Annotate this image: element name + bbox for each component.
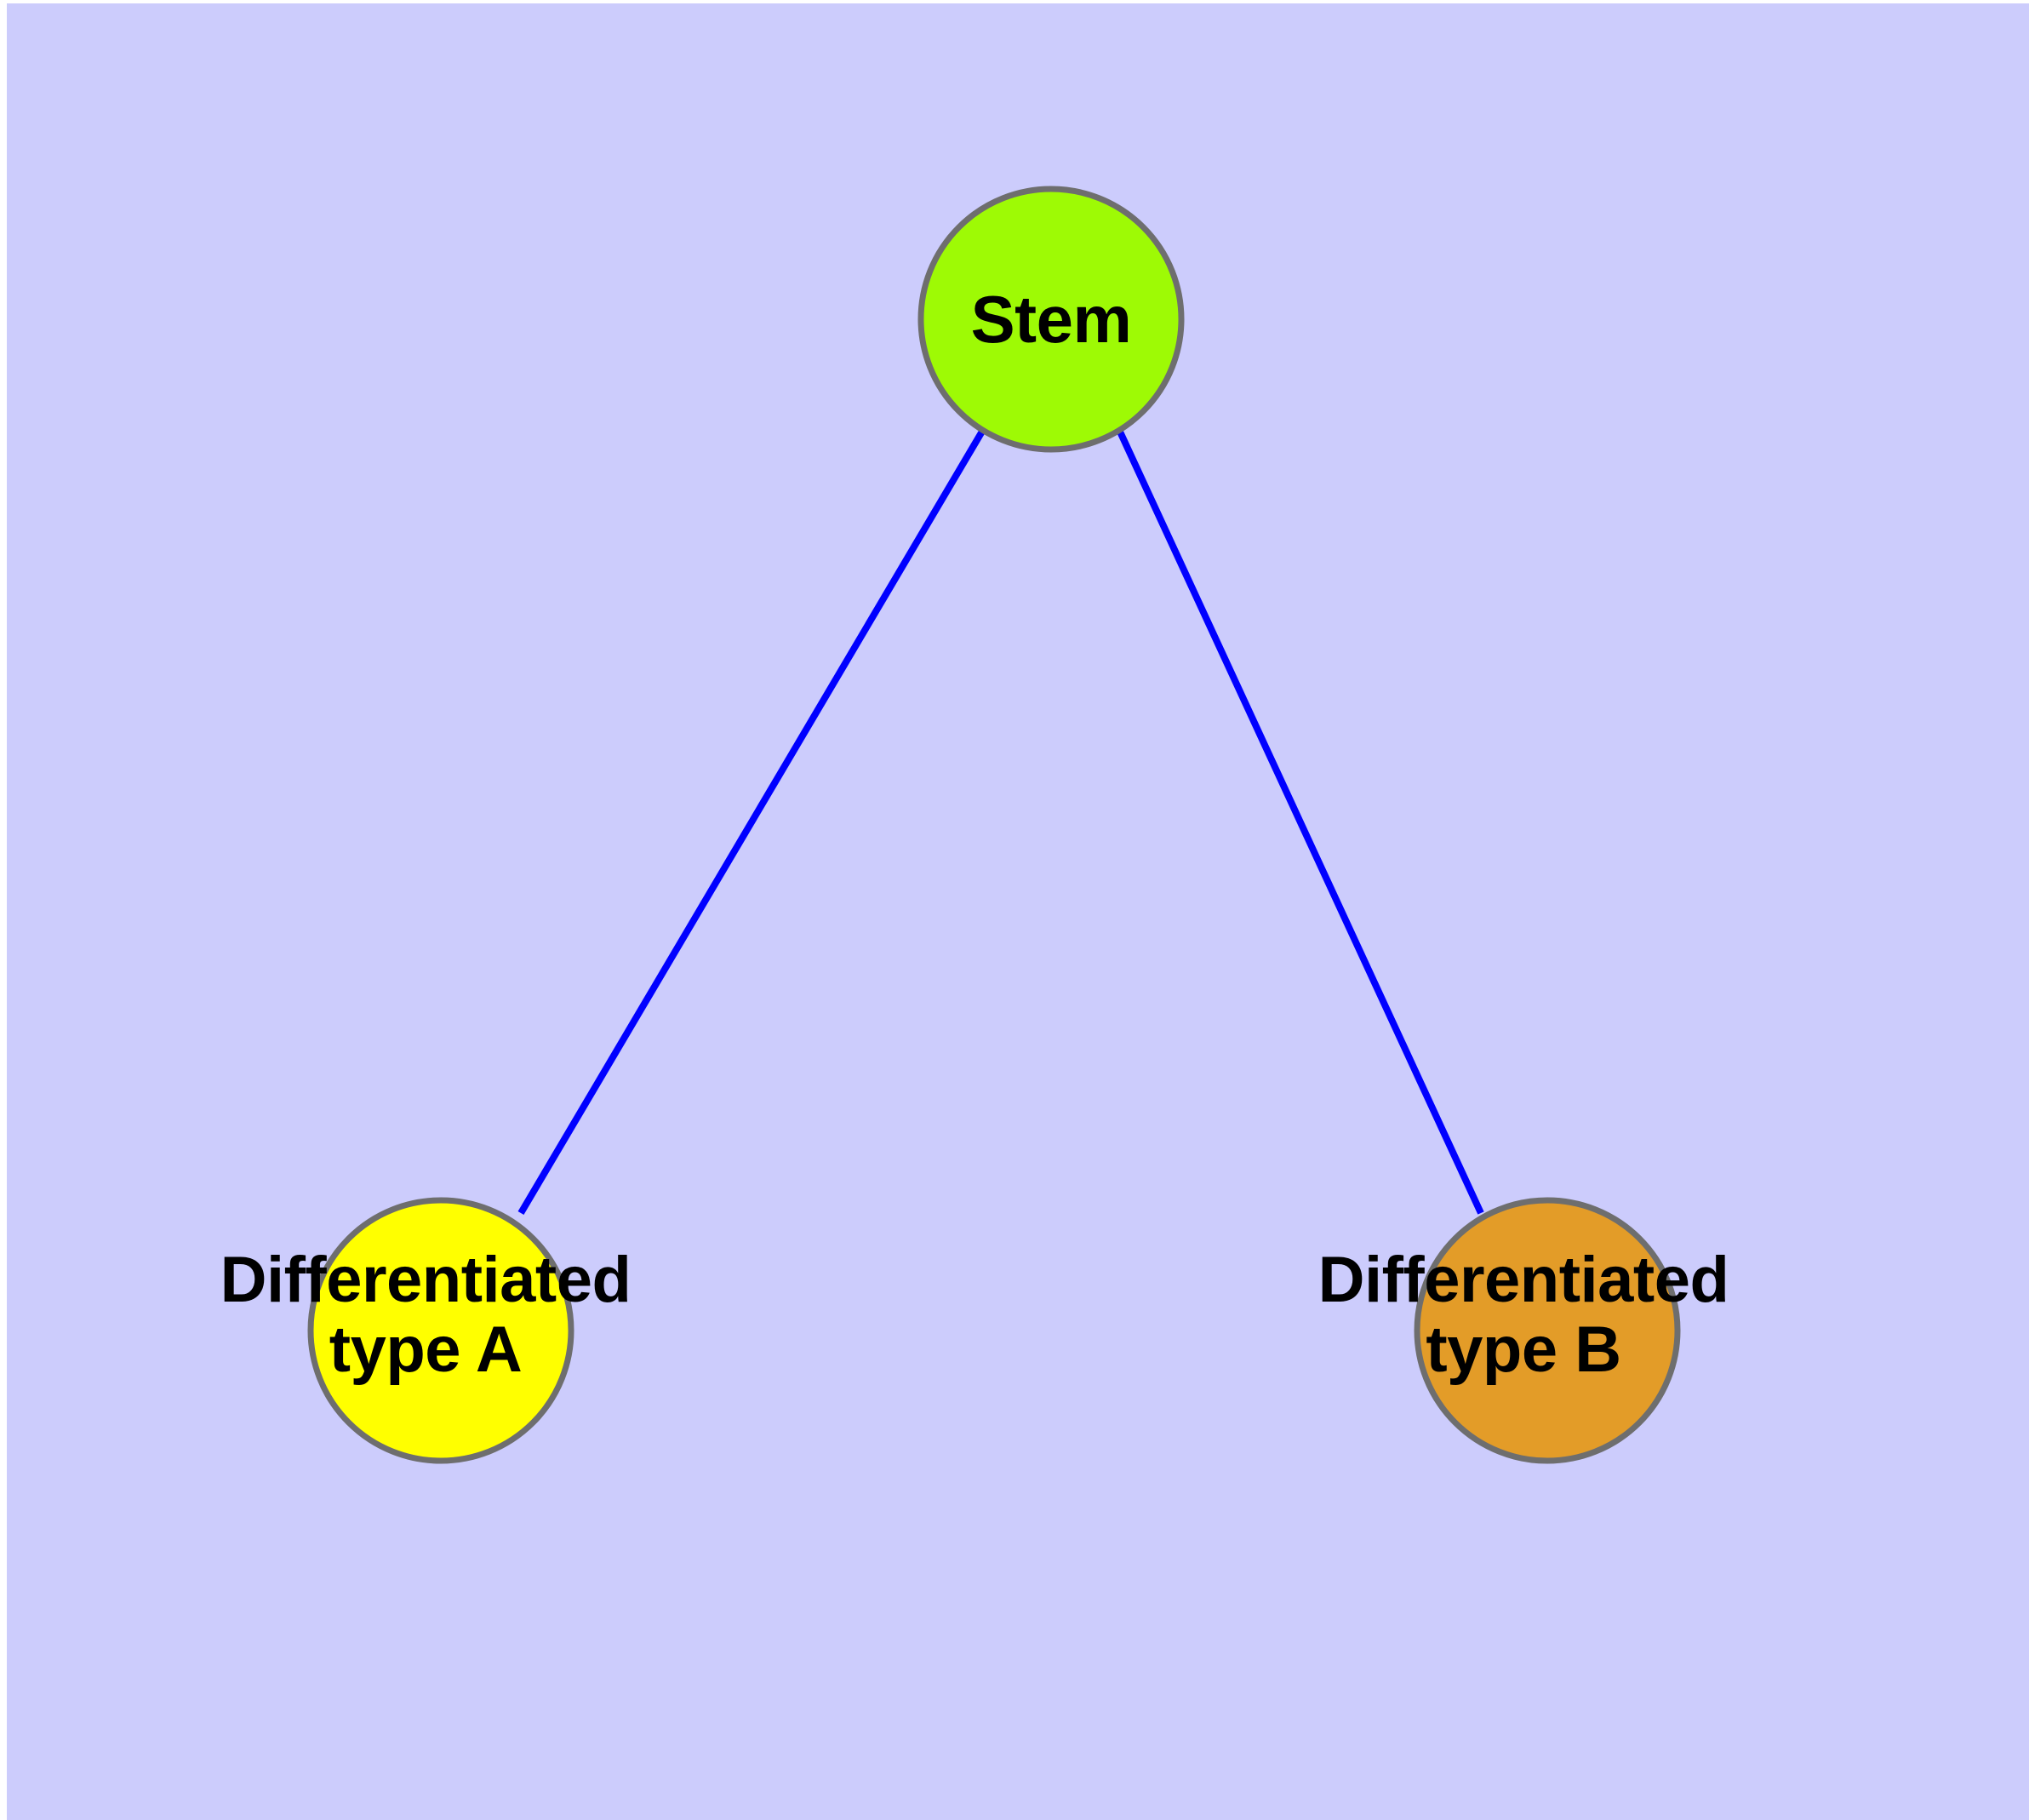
node-circle-diff-a[interactable] xyxy=(307,1197,574,1464)
edge-layer xyxy=(517,427,1484,1216)
node-circle-stem[interactable] xyxy=(917,186,1185,453)
edge-stem-diff-a[interactable] xyxy=(517,427,986,1216)
node-layer xyxy=(307,186,1681,1464)
node-circle-diff-b[interactable] xyxy=(1414,1197,1681,1464)
edge-stem-diff-b[interactable] xyxy=(1116,428,1484,1215)
